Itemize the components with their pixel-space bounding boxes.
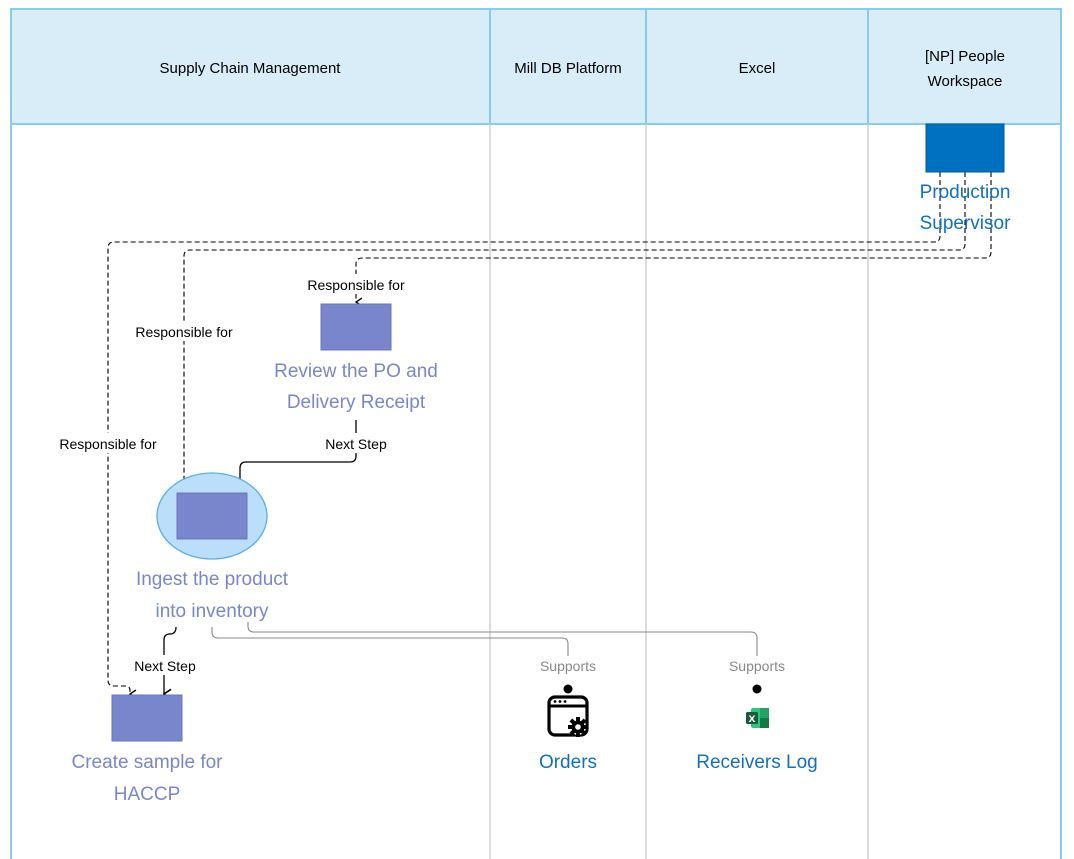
lane-headers: Supply Chain Management Mill DB Platform… <box>160 48 1006 90</box>
node-receivers-log[interactable]: X Receivers Log <box>696 708 818 773</box>
edge-label-resp-ingest: Responsible for <box>135 324 233 340</box>
node-label-line1: Create sample for <box>71 752 223 773</box>
edge-label-next-ingest-create: Next Step <box>134 658 196 674</box>
edge-label-resp-create: Responsible for <box>59 436 157 452</box>
swimlanes <box>10 8 1062 859</box>
connector-resp-review <box>356 172 992 302</box>
node-label-line2: into inventory <box>155 601 269 622</box>
lane-title-supply-chain: Supply Chain Management <box>160 60 342 77</box>
edge-labels: Responsible for Responsible for Responsi… <box>50 274 793 676</box>
lane-title-mill-db: Mill DB Platform <box>514 60 622 77</box>
node-label: Receivers Log <box>696 752 817 773</box>
process-block-icon <box>111 694 183 742</box>
support-endpoint-dot <box>563 684 573 694</box>
person-block-icon <box>925 123 1005 173</box>
connector-resp-ingest <box>184 172 966 492</box>
app-settings-icon <box>547 695 589 737</box>
node-production-supervisor[interactable]: Production Supervisor <box>920 123 1011 234</box>
excel-icon: X <box>746 708 769 728</box>
process-block-icon <box>176 492 248 540</box>
lane-title-people-workspace-line1: [NP] People <box>925 48 1005 65</box>
lane-title-excel: Excel <box>739 60 776 77</box>
node-create-sample[interactable]: Create sample for HACCP <box>71 694 223 805</box>
edge-label-supports-orders: Supports <box>540 658 596 674</box>
node-label-line2: Delivery Receipt <box>287 392 426 413</box>
svg-text:X: X <box>749 715 756 725</box>
next-step-connectors <box>164 420 357 694</box>
node-label: Orders <box>539 752 597 773</box>
lane-header-band <box>10 8 1062 125</box>
edge-label-resp-review: Responsible for <box>307 277 405 293</box>
node-ingest-product[interactable]: Ingest the product into inventory <box>136 472 289 622</box>
node-label-line2: Supervisor <box>920 213 1011 234</box>
connector-supports-orders <box>211 627 569 656</box>
node-label-line1: Ingest the product <box>136 569 289 590</box>
node-label-line2: HACCP <box>114 784 181 805</box>
node-review-po[interactable]: Review the PO and Delivery Receipt <box>274 303 438 413</box>
edge-label-next-review-ingest: Next Step <box>325 436 387 452</box>
support-connectors <box>211 622 758 656</box>
node-label-line1: Production <box>920 182 1011 203</box>
connector-supports-receivers <box>247 622 758 656</box>
lane-title-people-workspace-line2: Workspace <box>928 73 1003 90</box>
process-block-icon <box>320 303 392 351</box>
connector-next-ingest-create <box>164 626 177 694</box>
edge-label-supports-receivers: Supports <box>729 658 785 674</box>
node-label-line1: Review the PO and <box>274 361 438 382</box>
node-orders[interactable]: Orders <box>539 695 597 773</box>
connector-next-review-ingest <box>240 420 357 492</box>
support-endpoint-dot <box>752 684 762 694</box>
responsibility-connectors <box>107 172 992 694</box>
